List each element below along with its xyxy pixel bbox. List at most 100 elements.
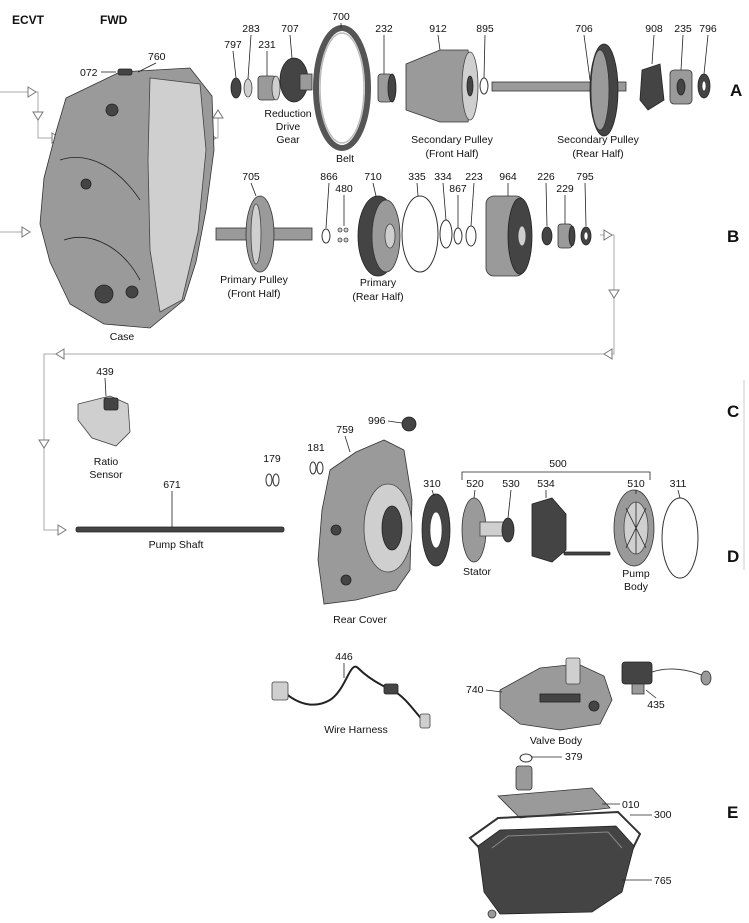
row-label-c: C bbox=[727, 402, 739, 421]
ratio-sensor-name-2: Sensor bbox=[89, 469, 123, 481]
rear-cover-name: Rear Cover bbox=[333, 614, 387, 626]
seals-179-part bbox=[265, 473, 280, 487]
primary-pulley-front-part bbox=[215, 195, 313, 273]
part-number-908: 908 bbox=[645, 23, 663, 35]
seal-795-part bbox=[580, 226, 592, 246]
plug-072-part bbox=[117, 68, 133, 76]
part-number-072: 072 bbox=[80, 67, 98, 79]
plate-908-part bbox=[639, 63, 665, 111]
belt-name: Belt bbox=[336, 153, 354, 165]
solenoid-435-part bbox=[621, 661, 712, 695]
part-number-912: 912 bbox=[429, 23, 447, 35]
gasket-310-part bbox=[421, 493, 451, 567]
bearing-232-part bbox=[377, 73, 397, 103]
part-number-895: 895 bbox=[476, 23, 494, 35]
part-number-797: 797 bbox=[224, 39, 242, 51]
part-number-671: 671 bbox=[163, 479, 181, 491]
ring-895-part bbox=[479, 77, 489, 95]
gear-534-part bbox=[531, 497, 567, 563]
rear-cover-part bbox=[317, 439, 413, 605]
reduction-gear-name-2: Drive bbox=[276, 121, 301, 133]
o-ring-335-part bbox=[401, 195, 439, 273]
part-number-179: 179 bbox=[263, 453, 281, 465]
o-ring-379-part bbox=[519, 753, 533, 763]
belt-part bbox=[313, 25, 371, 151]
part-number-379: 379 bbox=[565, 751, 583, 763]
row-label-b: B bbox=[727, 227, 739, 246]
plug-996-part bbox=[401, 416, 417, 432]
secondary-front-name-2: (Front Half) bbox=[425, 148, 478, 160]
ring-867-part bbox=[453, 227, 463, 245]
seals-181-part bbox=[309, 461, 324, 475]
reduction-gear-name-3: Gear bbox=[276, 134, 300, 146]
secondary-rear-name-1: Secondary Pulley bbox=[557, 134, 639, 146]
oil-pan-part bbox=[477, 825, 635, 919]
part-number-435: 435 bbox=[647, 699, 665, 711]
filter-010-part bbox=[497, 765, 611, 819]
assembly-500-bracket bbox=[461, 471, 651, 480]
part-number-707: 707 bbox=[281, 23, 299, 35]
part-number-232: 232 bbox=[375, 23, 393, 35]
part-number-706: 706 bbox=[575, 23, 593, 35]
primary-front-name-1: Primary Pulley bbox=[220, 274, 288, 286]
part-number-795: 795 bbox=[576, 171, 594, 183]
part-number-534: 534 bbox=[537, 478, 555, 490]
ratio-sensor-part bbox=[77, 395, 131, 447]
part-number-010: 010 bbox=[622, 799, 640, 811]
pump-shaft-name: Pump Shaft bbox=[149, 539, 204, 551]
part-number-235: 235 bbox=[674, 23, 692, 35]
part-number-765: 765 bbox=[654, 875, 672, 887]
pins-part bbox=[563, 551, 611, 556]
seal-796-part bbox=[697, 73, 711, 99]
bearing-235-part bbox=[669, 69, 693, 105]
part-number-229: 229 bbox=[556, 183, 574, 195]
seal-797-part bbox=[230, 77, 242, 99]
row-label-d: D bbox=[727, 547, 739, 566]
part-number-231: 231 bbox=[258, 39, 276, 51]
part-number-867: 867 bbox=[449, 183, 467, 195]
part-number-964: 964 bbox=[499, 171, 517, 183]
stator-part bbox=[461, 497, 507, 563]
part-number-700: 700 bbox=[332, 11, 350, 23]
gear-530-part bbox=[501, 517, 515, 543]
part-number-310: 310 bbox=[423, 478, 441, 490]
washer-226-part bbox=[541, 226, 553, 246]
primary-pulley-rear-part bbox=[357, 195, 401, 277]
pump-shaft-part bbox=[75, 526, 285, 533]
balls-480-part bbox=[337, 227, 349, 243]
bearing-229-part bbox=[557, 223, 576, 249]
primary-rear-name-1: Primary bbox=[360, 277, 397, 289]
primary-front-name-2: (Front Half) bbox=[227, 288, 280, 300]
ring-283-part bbox=[243, 78, 253, 98]
part-number-996: 996 bbox=[368, 415, 386, 427]
reduction-drive-gear-part bbox=[279, 57, 313, 103]
bearing-231-part bbox=[257, 75, 281, 101]
part-number-760: 760 bbox=[148, 51, 166, 63]
part-number-500: 500 bbox=[549, 458, 567, 470]
case-name: Case bbox=[110, 331, 135, 343]
row-label-a: A bbox=[730, 81, 742, 100]
part-number-480: 480 bbox=[335, 183, 353, 195]
secondary-pulley-front-part bbox=[405, 49, 479, 123]
part-number-223: 223 bbox=[465, 171, 483, 183]
reduction-gear-name-1: Reduction bbox=[264, 108, 311, 120]
part-number-510: 510 bbox=[627, 478, 645, 490]
secondary-rear-name-2: (Rear Half) bbox=[572, 148, 623, 160]
seal-866-part bbox=[321, 228, 331, 244]
part-number-710: 710 bbox=[364, 171, 382, 183]
model-label: ECVT bbox=[12, 13, 45, 27]
part-number-740: 740 bbox=[466, 684, 484, 696]
ring-334-part bbox=[439, 219, 453, 249]
stator-name: Stator bbox=[463, 566, 492, 578]
pump-body-name-1: Pump bbox=[622, 568, 650, 580]
seal-223-part bbox=[465, 225, 477, 247]
part-number-334: 334 bbox=[434, 171, 452, 183]
drive-label: FWD bbox=[100, 13, 128, 27]
pump-body-part bbox=[613, 489, 655, 567]
row-label-e: E bbox=[727, 803, 738, 822]
wire-harness-part bbox=[271, 665, 431, 729]
pump-body-name-2: Body bbox=[624, 581, 649, 593]
drum-964-part bbox=[485, 195, 533, 277]
case-part bbox=[39, 67, 215, 329]
